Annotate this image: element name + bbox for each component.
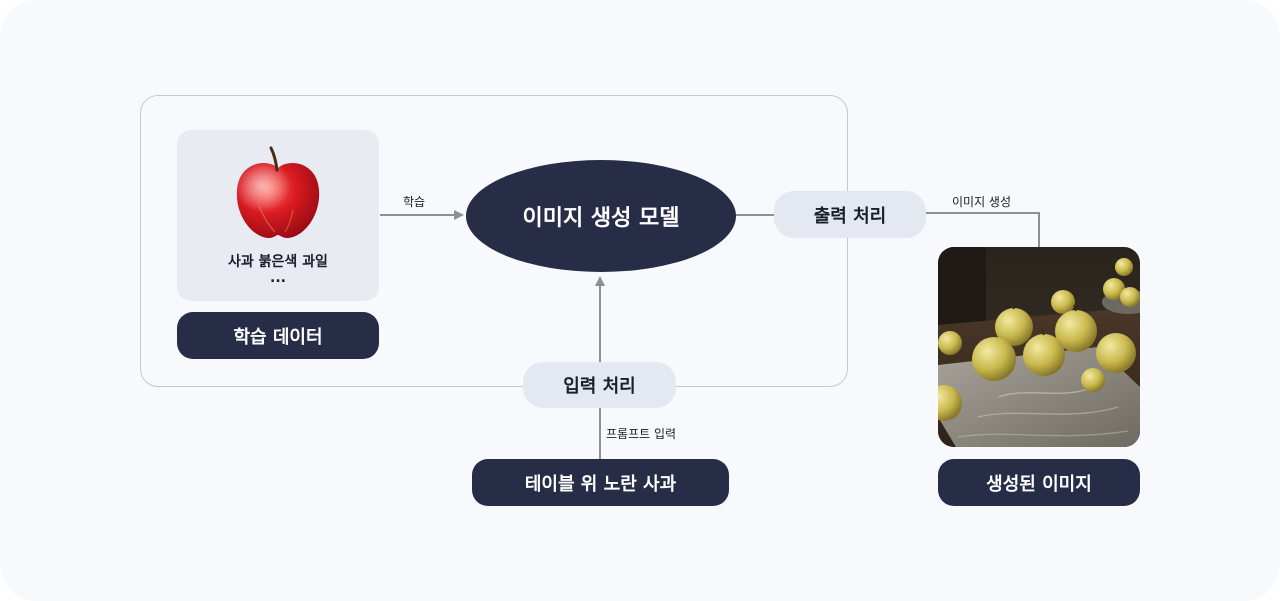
training-data-node: 학습 데이터 bbox=[177, 312, 379, 359]
generated-image-photo bbox=[938, 247, 1140, 447]
output-processing-label: 출력 처리 bbox=[813, 205, 887, 227]
image-generation-edge-label: 이미지 생성 bbox=[952, 195, 1012, 209]
model-boundary bbox=[140, 95, 848, 387]
generated-image-label: 생성된 이미지 bbox=[986, 473, 1092, 495]
train-edge-label: 학습 bbox=[403, 195, 426, 209]
image-generation-model-node: 이미지 생성 모델 bbox=[466, 160, 736, 272]
prompt-node: 테이블 위 노란 사과 bbox=[472, 459, 729, 506]
training-data-label: 학습 데이터 bbox=[233, 326, 323, 348]
training-caption-ellipsis: ... bbox=[270, 270, 286, 286]
training-caption: 사과 붉은색 과일 bbox=[228, 254, 328, 270]
red-apple-icon bbox=[236, 146, 320, 238]
training-data-card: 사과 붉은색 과일 ... bbox=[177, 130, 379, 301]
prompt-input-edge-label: 프롬프트 입력 bbox=[606, 427, 677, 441]
output-image-connector bbox=[926, 212, 1040, 247]
model-label: 이미지 생성 모델 bbox=[522, 206, 680, 231]
yellow-apples-image bbox=[938, 247, 1140, 447]
input-processing-node: 입력 처리 bbox=[523, 362, 676, 408]
generated-image-node: 생성된 이미지 bbox=[938, 459, 1140, 506]
output-processing-node: 출력 처리 bbox=[774, 191, 926, 238]
prompt-label: 테이블 위 노란 사과 bbox=[524, 473, 677, 495]
input-processing-label: 입력 처리 bbox=[563, 376, 636, 397]
